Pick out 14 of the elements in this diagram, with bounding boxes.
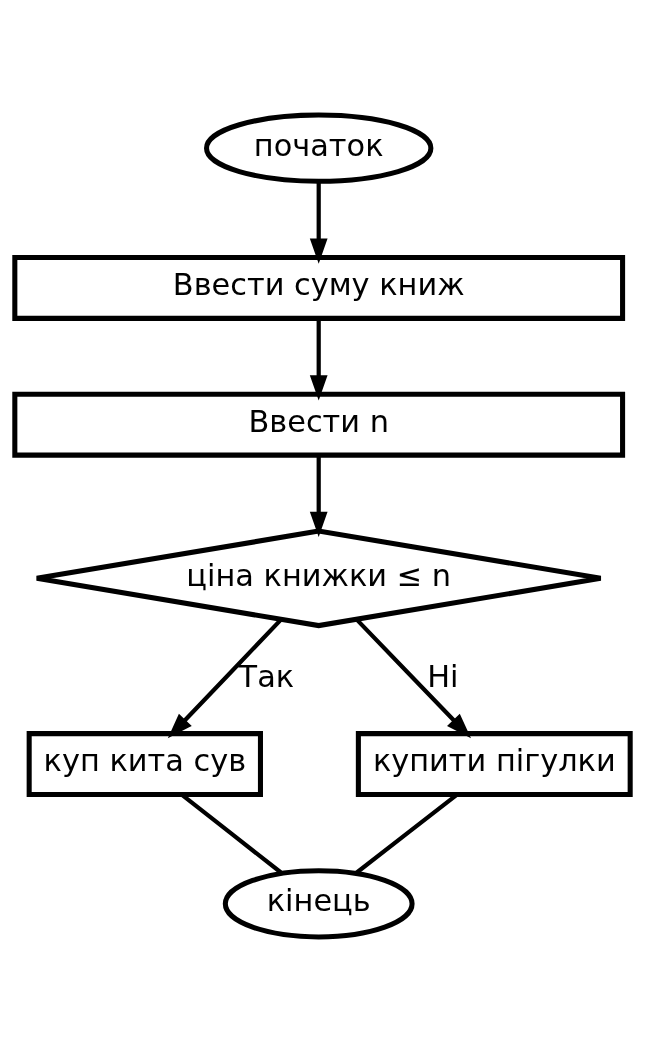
node-box: купити пігулки xyxy=(355,731,633,797)
arrow xyxy=(355,618,472,739)
arrow xyxy=(309,182,328,264)
arrow xyxy=(309,318,328,401)
arrow xyxy=(309,455,328,537)
node-box: куп кита сув xyxy=(26,731,263,797)
edge-label: Ні xyxy=(427,659,459,695)
node-ellipse: початок xyxy=(204,112,434,184)
node-box: Ввести суму книж xyxy=(12,255,626,321)
node-ellipse: кінець xyxy=(222,868,415,940)
node-diamond: ціна книжки ≤ n xyxy=(34,528,604,629)
edge-label: Так xyxy=(238,659,295,695)
arrow xyxy=(167,618,283,739)
node-box: Ввести n xyxy=(12,391,626,458)
